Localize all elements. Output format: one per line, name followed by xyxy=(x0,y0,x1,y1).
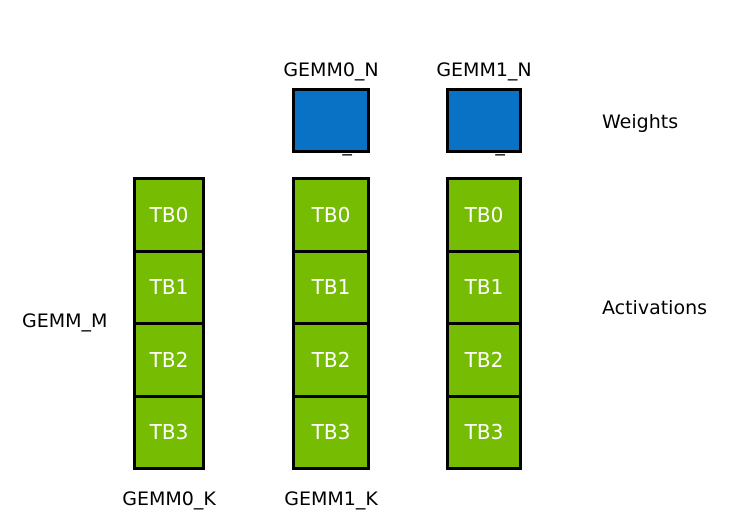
column-header-gemm0-n-line1: GEMM0_N xyxy=(283,59,379,81)
activation-column-0: TB0 TB1 TB2 TB3 xyxy=(133,177,205,470)
activation-cell: TB1 xyxy=(136,252,202,325)
activation-column-2: TB0 TB1 TB2 TB3 xyxy=(446,177,522,470)
row-label-weights: Weights xyxy=(602,111,679,133)
activation-cell: TB1 xyxy=(449,252,519,325)
activation-cell: TB2 xyxy=(295,325,367,398)
activation-cell: TB2 xyxy=(136,325,202,398)
activation-column-1: TB0 TB1 TB2 TB3 xyxy=(292,177,370,470)
column-header-gemm1-n-line1: GEMM1_N xyxy=(436,59,532,81)
activation-cell: TB0 xyxy=(449,180,519,253)
activation-cell: TB2 xyxy=(449,325,519,398)
activation-cell: TB3 xyxy=(295,397,367,467)
activation-cell: TB3 xyxy=(136,397,202,467)
axis-label-gemm-m: GEMM_M xyxy=(22,310,108,332)
weight-block-0 xyxy=(292,88,370,153)
activation-cell: TB0 xyxy=(295,180,367,253)
row-label-activations: Activations xyxy=(602,297,708,319)
activation-cell: TB1 xyxy=(295,252,367,325)
axis-label-gemm0-k: GEMM0_K xyxy=(122,488,216,510)
axis-label-gemm1-k: GEMM1_K xyxy=(284,488,378,510)
weight-block-1 xyxy=(446,88,522,153)
activation-cell: TB0 xyxy=(136,180,202,253)
activation-cell: TB3 xyxy=(449,397,519,467)
